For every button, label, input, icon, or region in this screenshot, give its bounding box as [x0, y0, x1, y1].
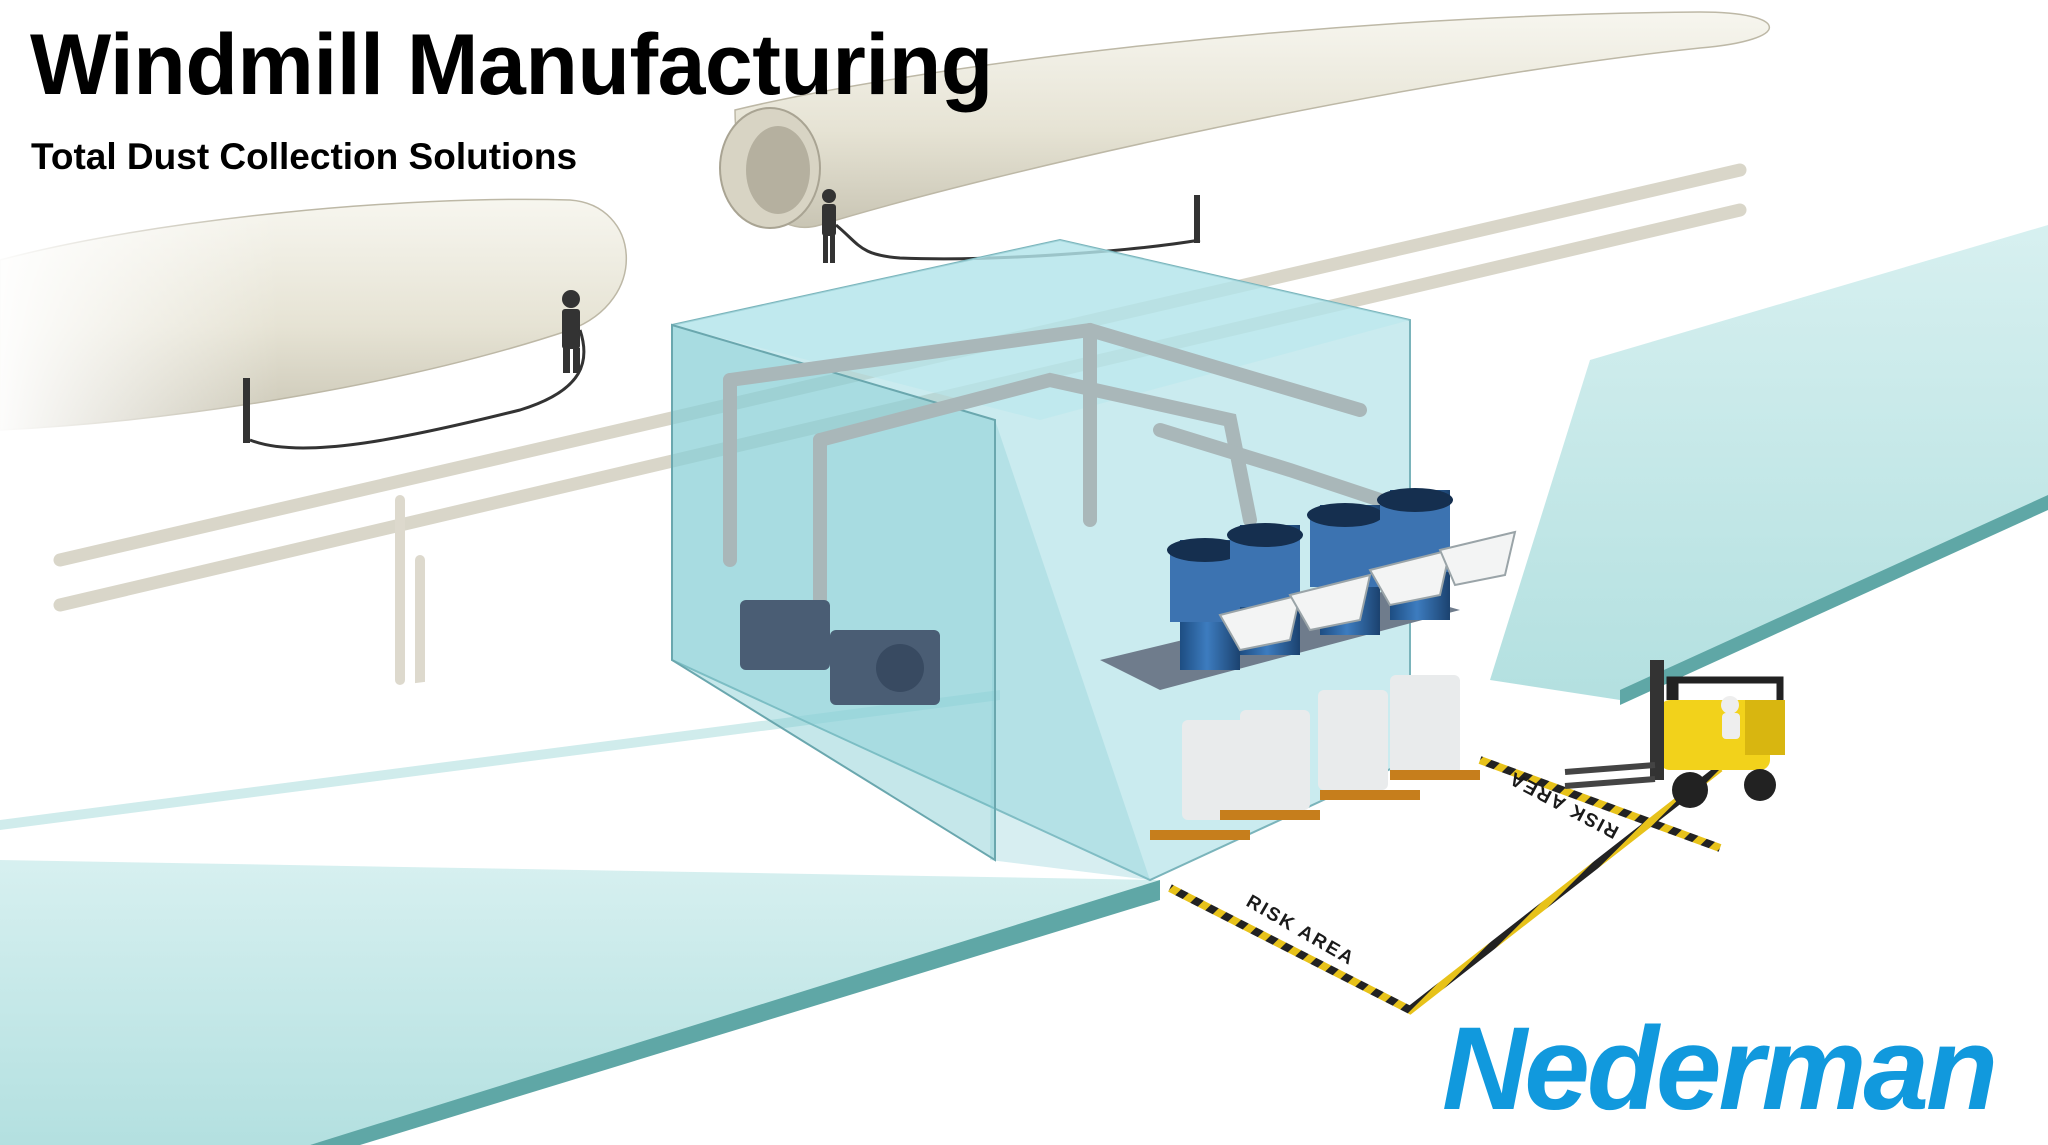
blade-back [734, 11, 1770, 228]
pallets [1150, 770, 1480, 840]
worker-back [822, 189, 1201, 263]
page-title: Windmill Manufacturing [30, 17, 993, 113]
fan-units [740, 600, 940, 705]
piping [723, 322, 1387, 607]
forklift [1564, 660, 1785, 808]
page-subtitle: Total Dust Collection Solutions [31, 136, 578, 177]
discharge-hoppers [1218, 530, 1517, 652]
glass-enclosure [671, 238, 1411, 882]
right-wall [1490, 225, 2048, 700]
worker-front [243, 290, 586, 450]
floor-walls [0, 225, 2048, 1145]
dust-collectors [1100, 488, 1517, 840]
nederman-logo: Nederman [1442, 1003, 1998, 1135]
worker-figures [243, 189, 1201, 450]
front-wall [0, 860, 1160, 1145]
turbine-blades [0, 11, 1770, 460]
